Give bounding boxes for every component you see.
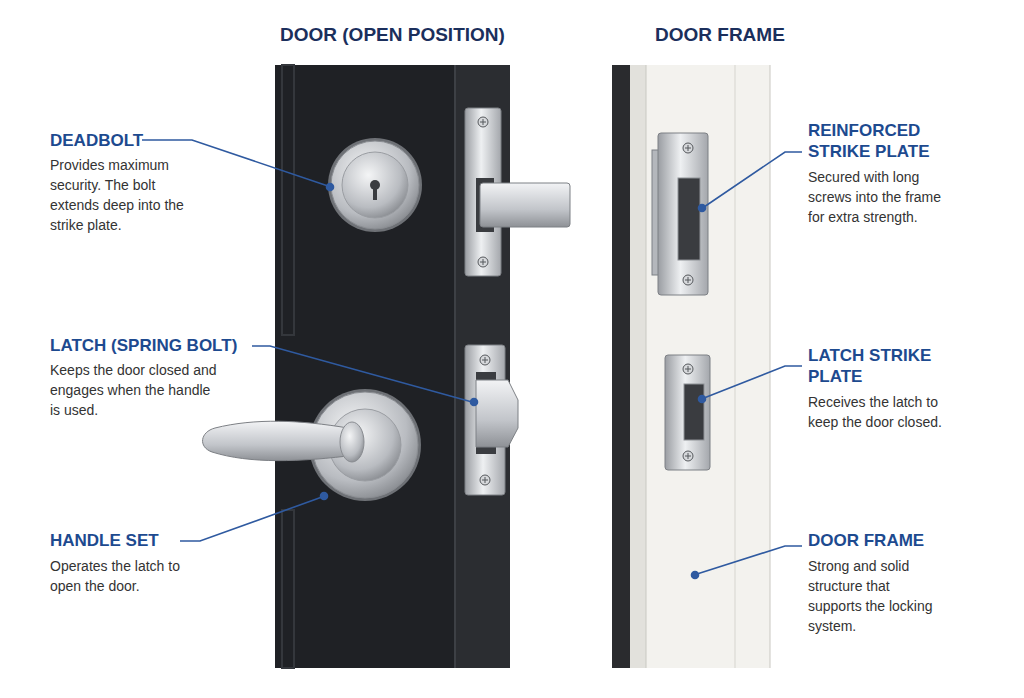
door-frame-illustration <box>612 65 770 668</box>
callout-text: Provides maximum security. The bolt exte… <box>50 155 202 235</box>
handle-set-illustration <box>203 389 421 501</box>
reinforced-strike-plate-illustration <box>652 133 708 295</box>
callout-heading: HANDLE SET <box>50 530 159 551</box>
deadbolt-illustration <box>328 108 570 276</box>
callout-heading: LATCH (SPRING BOLT) <box>50 335 237 356</box>
section-heading: DOOR FRAME <box>655 24 785 46</box>
callout-heading: DOOR FRAME <box>808 530 973 551</box>
callout-text: Receives the latch to keep the door clos… <box>808 392 953 432</box>
section-heading: DOOR (OPEN POSITION) <box>280 24 505 46</box>
latch-illustration <box>465 345 518 495</box>
callout-text: Secured with long screws into the frame … <box>808 167 953 227</box>
callout-text: Keeps the door closed and engages when t… <box>50 360 222 420</box>
callout-heading: REINFORCED STRIKE PLATE <box>808 120 973 162</box>
callout-text: Strong and solid structure that supports… <box>808 556 938 636</box>
latch-strike-plate-illustration <box>665 355 710 470</box>
callout-text: Operates the latch to open the door. <box>50 556 188 596</box>
callout-heading: LATCH STRIKE PLATE <box>808 345 973 387</box>
callout-heading: DEADBOLT <box>50 130 143 151</box>
leader-lines <box>142 140 802 579</box>
door-panel <box>275 65 510 668</box>
